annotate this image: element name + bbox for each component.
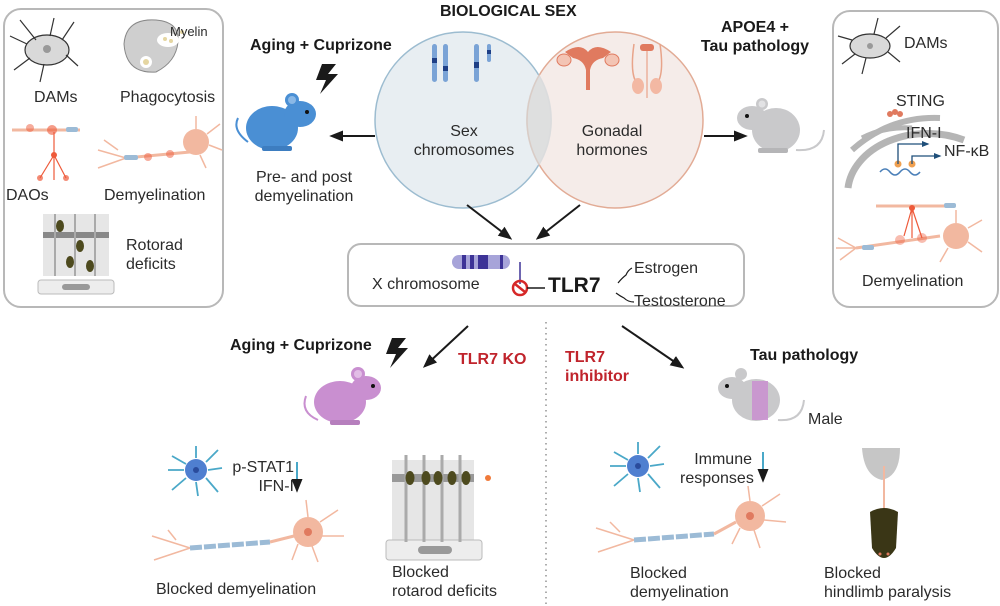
- immune-line2: responses: [680, 470, 754, 487]
- venn-overlap: [526, 74, 552, 166]
- oligodendrocyte-icon: [12, 124, 80, 181]
- right-panel-dams-label: DAMs: [904, 35, 948, 52]
- uterus-icon: [556, 47, 620, 90]
- arrow-to-tlr7-ko: [422, 325, 469, 368]
- hindlimb-test-icon: [862, 448, 900, 558]
- left-panel-rotorad-label: Rotorad deficits: [126, 236, 183, 274]
- x-chromosome-label: X chromosome: [372, 276, 480, 293]
- rotorad-line2: deficits: [126, 256, 176, 273]
- tlr7-inhibitor-label: TLR7 inhibitor: [565, 348, 629, 386]
- testosterone-squiggle: [615, 292, 635, 303]
- rotarod-icon-bottom: [385, 455, 491, 561]
- testosterone-label: Testosterone: [634, 293, 726, 310]
- blocked-hindlimb-label: Blocked hindlimb paralysis: [824, 564, 951, 602]
- neuron-icon-right-demyelination: [836, 203, 983, 263]
- chromosomes-icon: [432, 44, 491, 82]
- nucleus-sting-icon: [844, 109, 966, 189]
- left-panel-myelin-label: Myelin: [170, 24, 208, 39]
- venn-right-line1: Gonadal: [581, 123, 643, 140]
- venn-right-line2: hormones: [576, 142, 648, 159]
- caption-line2: demyelination: [254, 188, 354, 205]
- left-panel-daos-label: DAOs: [6, 187, 49, 204]
- left-panel-phagocytosis-label: Phagocytosis: [120, 89, 216, 106]
- demyel-line1: Blocked: [630, 565, 687, 582]
- lightning-icon-bottom: [386, 338, 408, 368]
- marker-line2: IFN-I: [258, 478, 294, 495]
- demyel-line2: demyelination: [630, 584, 729, 601]
- neuron-icon-bottom-left: [151, 499, 344, 563]
- estrogen-label: Estrogen: [634, 260, 699, 277]
- bottom-left-marker: p-STAT1 IFN-I: [232, 458, 294, 496]
- venn-right-label: Gonadal hormones: [560, 122, 664, 160]
- bottom-left-condition: Aging + Cuprizone: [230, 337, 372, 354]
- neuron-icon-bottom-right: [595, 485, 787, 553]
- neuron-icon-demyelination: [97, 116, 223, 169]
- right-panel-ifn-label: IFN-I: [906, 125, 942, 142]
- left-panel-dams-label: DAMs: [34, 89, 78, 106]
- rotorad-line1: Rotorad: [126, 237, 183, 254]
- right-condition-title: APOE4 + Tau pathology: [690, 18, 820, 56]
- microglia-icon-right: [837, 17, 901, 75]
- testes-icon: [631, 43, 663, 98]
- venn-left-line2: chromosomes: [413, 142, 515, 159]
- immune-responses-label: Immune responses: [680, 450, 754, 488]
- immune-line1: Immune: [694, 451, 752, 468]
- mouse-icon-grey: [737, 98, 825, 153]
- estrogen-squiggle: [617, 267, 633, 284]
- left-condition-title: Aging + Cuprizone: [250, 37, 392, 54]
- blocked-demyelination-left: Blocked demyelination: [156, 581, 317, 598]
- marker-line1: p-STAT1: [232, 459, 294, 476]
- male-label: Male: [808, 411, 843, 428]
- blocked-demyelination-right: Blocked demyelination: [630, 564, 729, 602]
- venn-circle-sex-chromosomes: [374, 31, 552, 209]
- rotarod-icon-left: [37, 214, 115, 295]
- right-panel-demyelination-label: Demyelination: [862, 273, 964, 290]
- mouse-icon-purple: [303, 367, 381, 425]
- blocked-rotarod-label: Blocked rotarod deficits: [392, 563, 497, 601]
- arrow-venn-left-to-tlr7: [466, 204, 513, 240]
- arrow-to-tlr7-inhibitor: [621, 325, 685, 369]
- tlr7-ko-label: TLR7 KO: [458, 351, 527, 368]
- right-panel-sting-label: STING: [896, 93, 945, 110]
- left-condition-caption: Pre- and post demyelination: [226, 168, 382, 206]
- left-panel-demyelination-label: Demyelination: [104, 187, 206, 204]
- microglia-icon-left: [9, 17, 79, 83]
- arrow-venn-right-to-tlr7: [535, 204, 581, 240]
- title-line1: APOE4 +: [720, 19, 790, 36]
- microglia-icon-blue-right: [610, 442, 665, 493]
- page-title: BIOLOGICAL SEX: [440, 3, 577, 20]
- phagocyte-icon: [123, 19, 184, 73]
- rotarod-outcome-line2: rotarod deficits: [392, 583, 497, 600]
- right-panel-nfkb-label: NF-κB: [944, 143, 990, 160]
- venn-left-label: Sex chromosomes: [412, 122, 516, 160]
- hindlimb-line2: hindlimb paralysis: [824, 584, 952, 601]
- inhibitor-line1: TLR7: [565, 349, 605, 366]
- rotarod-outcome-line1: Blocked: [392, 564, 449, 581]
- microglia-icon-blue-left: [168, 446, 223, 497]
- caption-line1: Pre- and post: [255, 169, 353, 186]
- mouse-icon-blue: [235, 93, 316, 151]
- x-chromosome-icon: [452, 255, 521, 284]
- mouse-icon-tau: [718, 368, 805, 422]
- title-line2: Tau pathology: [700, 38, 810, 55]
- bottom-right-condition: Tau pathology: [750, 347, 859, 364]
- hindlimb-line1: Blocked: [824, 565, 881, 582]
- tlr7-gene-label: TLR7: [548, 274, 601, 297]
- tlr7-box: [347, 243, 745, 307]
- venn-left-line1: Sex: [450, 123, 478, 140]
- inhibitor-line2: inhibitor: [565, 368, 629, 385]
- lightning-icon-top: [316, 64, 338, 94]
